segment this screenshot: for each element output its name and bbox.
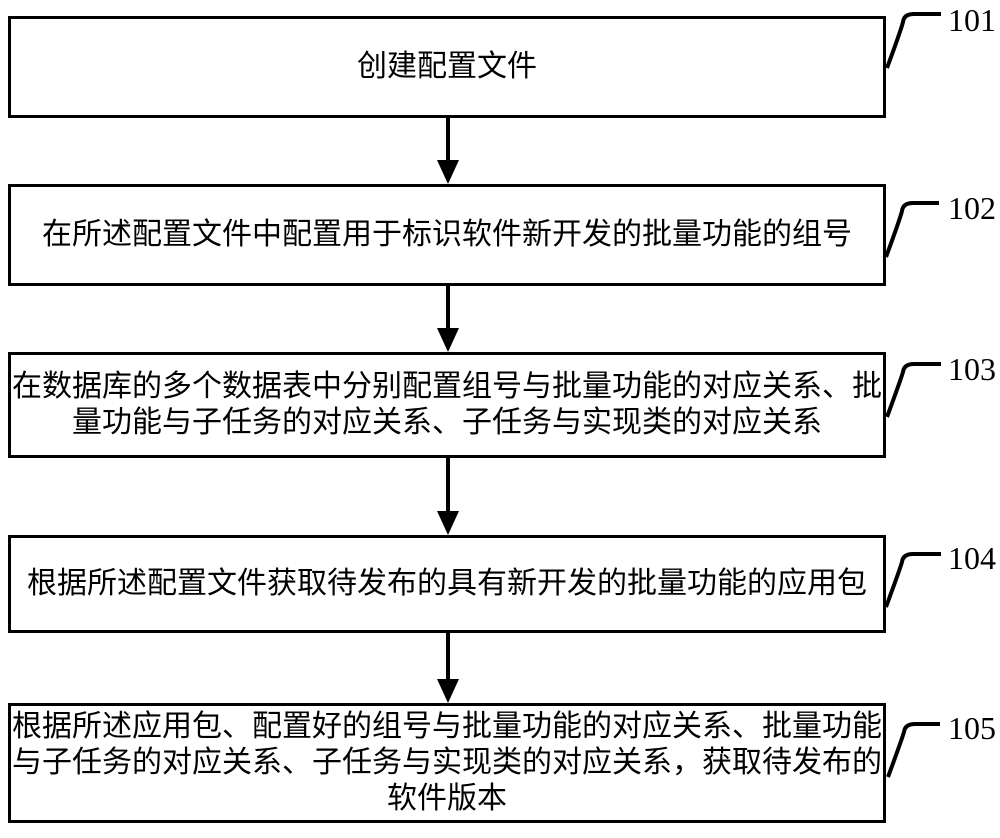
step-text: 创建配置文件: [357, 50, 537, 83]
step-text: 根据所述配置文件获取待发布的具有新开发的批量功能的应用包: [27, 567, 867, 600]
step-text: 根据所述应用包、配置好的组号与批量功能的对应关系、批量功能: [12, 710, 882, 743]
ref-label-101: 101: [948, 2, 996, 38]
flow-arrow-down-1: [437, 118, 459, 184]
step-text: 在数据库的多个数据表中分别配置组号与批量功能的对应关系、批: [12, 370, 882, 403]
step-text: 量功能与子任务的对应关系、子任务与实现类的对应关系: [72, 406, 822, 439]
flow-arrow-down-2: [437, 286, 459, 352]
ref-label-104: 104: [948, 540, 996, 576]
step-box-105: 根据所述应用包、配置好的组号与批量功能的对应关系、批量功能 与子任务的对应关系、…: [8, 703, 886, 823]
ref-leader-101: [885, 12, 941, 69]
step-box-101: 创建配置文件: [8, 16, 886, 118]
ref-leader-105: [886, 722, 940, 778]
flow-arrow-down-4: [437, 633, 459, 703]
ref-label-103: 103: [948, 351, 996, 387]
ref-leader-102: [884, 201, 939, 258]
ref-label-105: 105: [948, 710, 996, 746]
ref-leader-104: [884, 552, 941, 608]
ref-label-102: 102: [948, 190, 996, 226]
step-box-104: 根据所述配置文件获取待发布的具有新开发的批量功能的应用包: [8, 535, 886, 633]
flow-arrow-down-3: [437, 458, 459, 535]
ref-leader-103: [885, 362, 941, 418]
step-text: 软件版本: [387, 782, 507, 815]
step-text: 与子任务的对应关系、子任务与实现类的对应关系，获取待发布的: [12, 746, 882, 779]
step-text: 在所述配置文件中配置用于标识软件新开发的批量功能的组号: [42, 218, 852, 251]
step-box-102: 在所述配置文件中配置用于标识软件新开发的批量功能的组号: [8, 184, 886, 286]
step-box-103: 在数据库的多个数据表中分别配置组号与批量功能的对应关系、批 量功能与子任务的对应…: [8, 352, 886, 458]
